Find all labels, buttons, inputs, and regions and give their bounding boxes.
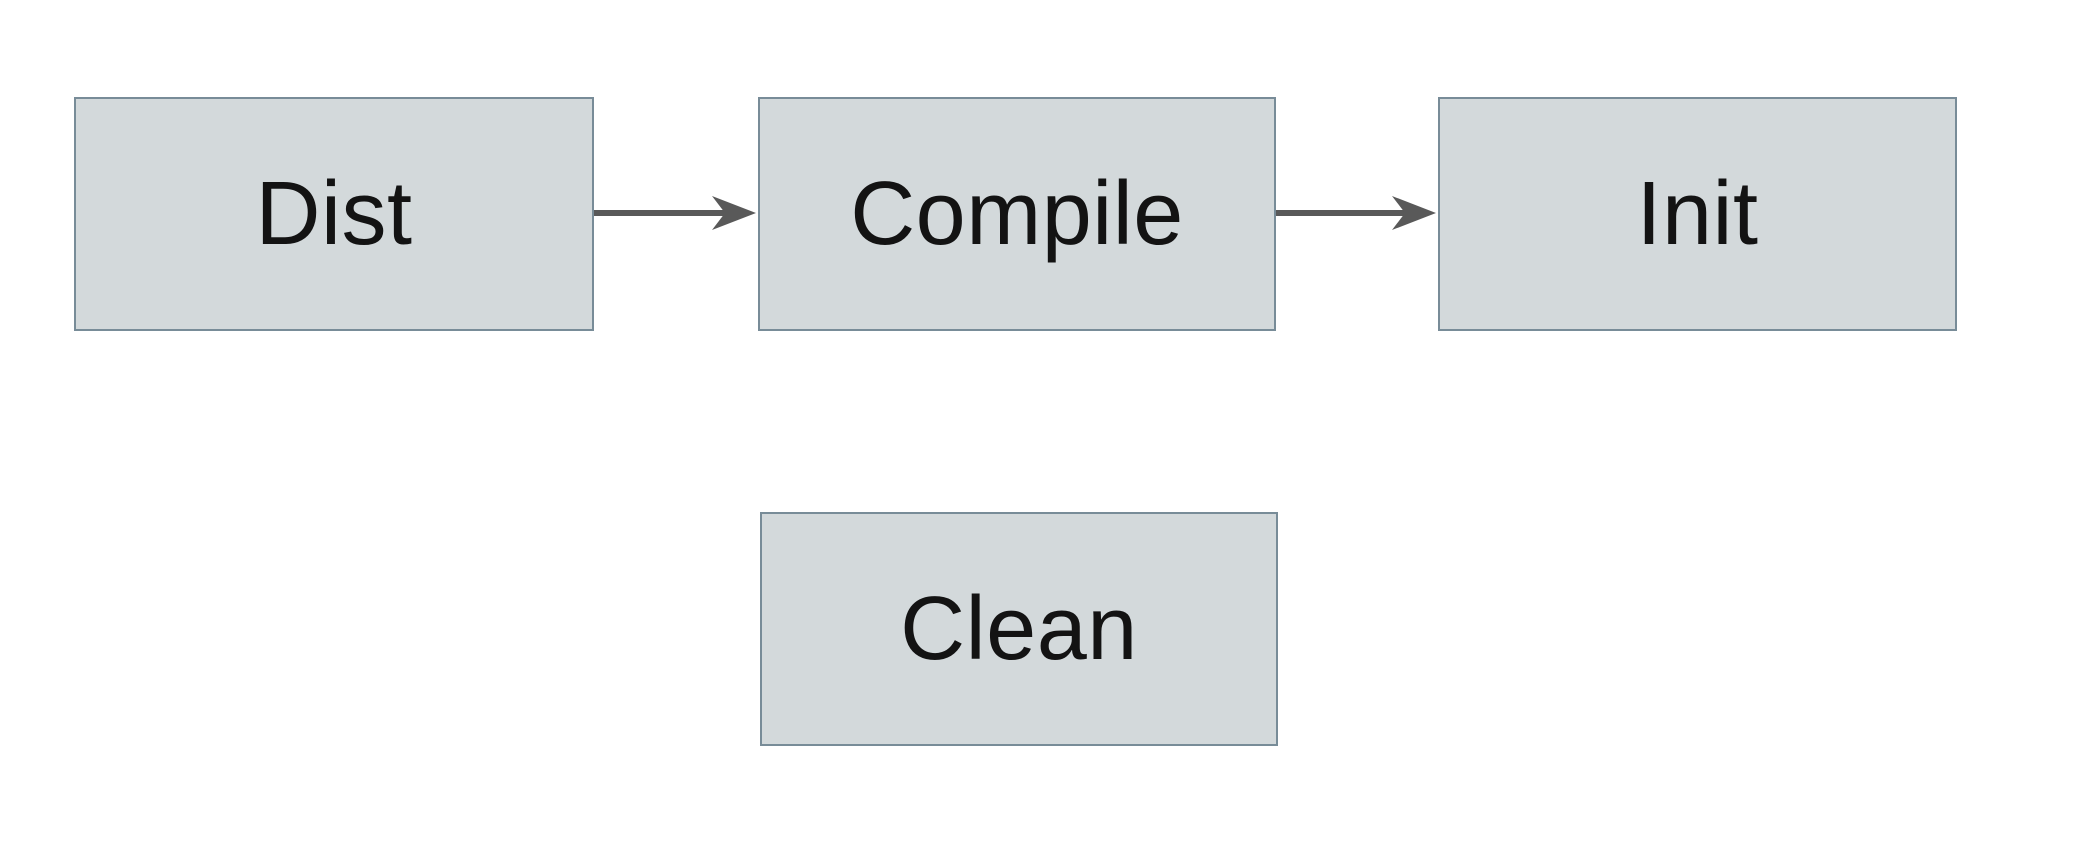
arrowhead-icon — [712, 196, 756, 230]
node-compile: Compile — [758, 97, 1276, 331]
node-clean-label: Clean — [900, 579, 1138, 679]
node-dist: Dist — [74, 97, 594, 331]
node-init: Init — [1438, 97, 1957, 331]
arrowhead-icon — [1392, 196, 1436, 230]
arrow-dist-to-compile — [594, 196, 756, 230]
node-compile-label: Compile — [850, 164, 1184, 264]
arrow-compile-to-init — [1276, 196, 1436, 230]
node-dist-label: Dist — [255, 164, 413, 264]
node-init-label: Init — [1636, 164, 1759, 264]
node-clean: Clean — [760, 512, 1278, 746]
